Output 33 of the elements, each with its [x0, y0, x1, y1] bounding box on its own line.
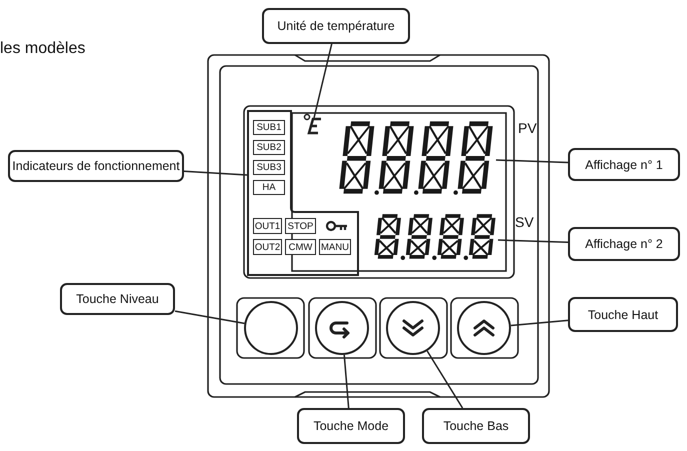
- round-key: [315, 301, 369, 355]
- status-indicator: SUB3: [253, 160, 285, 175]
- callout-label: Touche Niveau: [60, 283, 175, 315]
- callout-label: Affichage n° 2: [568, 227, 680, 261]
- display-tag: PV: [518, 120, 537, 136]
- leader-line: [174, 310, 245, 324]
- callout-label: Touche Mode: [297, 408, 405, 444]
- status-indicator: OUT2: [253, 239, 282, 255]
- round-key: [244, 301, 298, 355]
- leader-line: [496, 159, 568, 164]
- round-key: [386, 301, 440, 355]
- callout-label: Unité de température: [262, 8, 410, 44]
- leader-line: [426, 350, 464, 408]
- status-indicator: SUB1: [253, 120, 285, 135]
- status-indicator: MANU: [319, 239, 351, 255]
- status-indicator: HA: [253, 180, 285, 195]
- callout-label: Indicateurs de fonctionnement: [8, 150, 184, 182]
- status-indicator: OUT1: [253, 218, 282, 234]
- leader-line: [498, 239, 568, 243]
- display-tag: SV: [515, 214, 534, 230]
- status-indicator: STOP: [285, 218, 316, 234]
- callout-label: Touche Bas: [422, 408, 530, 444]
- round-key: [457, 301, 511, 355]
- leader-line: [184, 170, 248, 176]
- status-indicator: CMW: [285, 239, 316, 255]
- callout-label: Affichage n° 1: [568, 148, 680, 181]
- callout-label: Touche Haut: [568, 297, 678, 332]
- leader-line: [313, 44, 332, 118]
- leader-line: [343, 354, 350, 408]
- leader-line: [510, 320, 568, 326]
- status-indicator: SUB2: [253, 140, 285, 155]
- indicator-panel: [247, 110, 359, 276]
- partial-heading: les modèles: [0, 40, 86, 58]
